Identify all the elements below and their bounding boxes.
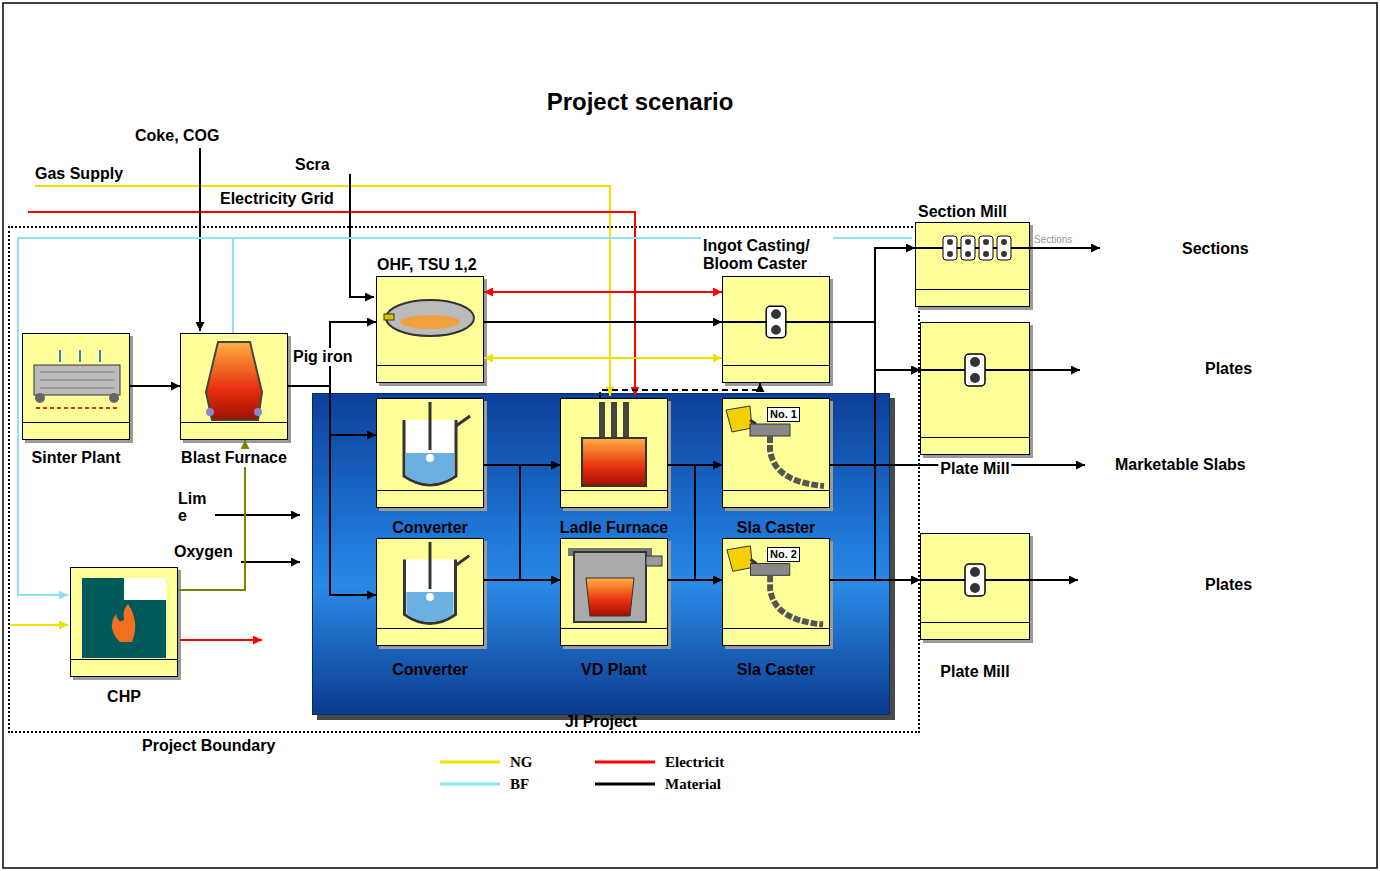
flow-label: Pig iron [291,348,355,366]
diagram-title: Project scenario [440,88,840,116]
flow-label: Plates [1205,576,1252,594]
legend-label: Electricit [665,753,724,771]
flow-connector [830,465,920,580]
flow-label: Gas Supply [35,165,123,183]
flow-connector [830,248,915,322]
legend-line [595,761,655,764]
flow-connector [288,386,376,435]
node-label: Converter [392,519,468,537]
unit-number: No. 1 [767,407,800,422]
flow-label: Electricity Grid [220,190,334,208]
flow-label: Oxygen [174,543,233,561]
node-label: Ingot Casting/ Bloom Caster [701,237,833,273]
process-box: Plate Mill [920,322,1030,455]
flow-label: Marketable Slabs [1115,456,1246,474]
flow-connector [484,579,560,581]
legend-label: Material [665,775,721,793]
flow-label: Plates [1205,360,1252,378]
flow-connector [484,291,722,293]
unit-number: No. 2 [767,547,800,562]
legend-line [595,783,655,786]
flow-connector [668,465,722,580]
flow-connector [830,579,920,581]
legend-sample [440,775,502,793]
flow-connector [484,465,560,580]
node-label: Project Boundary [142,737,275,755]
flow-label: Sections [1034,234,1072,246]
flow-connector [288,322,376,386]
legend-sample [595,753,657,771]
node-label: Converter [392,661,468,679]
node-label: Section Mill [918,203,1007,221]
flow-connector [830,370,920,465]
node-label: Plate Mill [938,460,1011,478]
flow-connector [830,322,920,370]
legend-label: NG [510,753,533,771]
node-label: Sla Caster [737,661,815,679]
flow-connector [668,579,722,581]
flow-label: Sections [1182,240,1249,258]
flow-label: Lim e [178,490,212,524]
flow-label: Scra [295,156,330,174]
flow-connector [178,440,245,590]
flow-connector [484,465,560,580]
legend-line [440,783,500,786]
legend-line [440,761,500,764]
node-label: OHF, TSU 1,2 [377,256,477,274]
node-label: Sinter Plant [32,449,121,467]
flow-connector [484,321,722,323]
flow-connector [130,385,180,387]
node-label: CHP [107,688,141,706]
flow-connector [288,386,376,595]
legend-label: BF [510,775,529,793]
node-label: JI Project [565,714,637,730]
node-label: Blast Furnace [179,449,289,467]
flow-connector [484,357,722,359]
legend-sample [440,753,502,771]
node-label: Sla Caster [737,519,815,537]
flow-connector [600,383,760,398]
flow-label: Coke, COG [135,127,219,145]
process-box: Section Mill [915,222,1030,307]
legend-sample [595,775,657,793]
flow-connector [668,465,722,580]
node-label: VD Plant [581,661,647,679]
node-label: Ladle Furnace [560,519,668,537]
node-label: Plate Mill [940,663,1009,681]
